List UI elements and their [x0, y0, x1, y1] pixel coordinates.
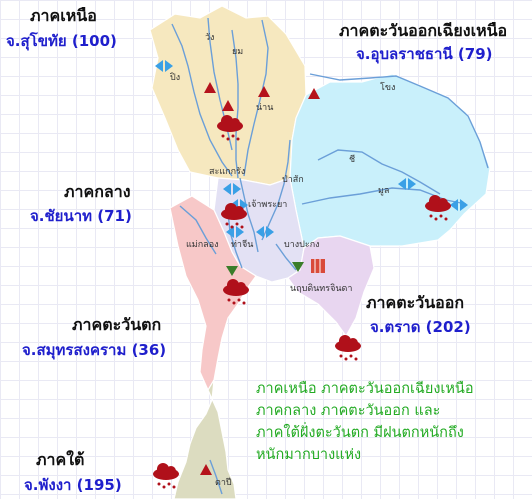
place-label: นฤบดินทรจินดา [290, 284, 353, 294]
river-label: สะแกกรัง [209, 167, 246, 177]
dam-icon [311, 259, 325, 273]
river-label: มูล [378, 186, 390, 196]
river-label: ปิง [170, 73, 181, 83]
water-level-up-icon [308, 88, 320, 99]
note-line: หนักมากบางแห่ง [256, 447, 362, 463]
water-level-down-icon [292, 262, 304, 272]
river-tha-chin [227, 211, 243, 269]
province-west-label: จ.สมุทรสงคราม (36) [22, 341, 167, 359]
province-east-label: จ.ตราด (202) [370, 318, 471, 336]
region-west-label: ภาคตะวันตก [72, 315, 162, 334]
flow-arrows-icon [155, 60, 173, 72]
rain-cloud-icon [425, 195, 451, 221]
rain-cloud-icon [223, 279, 249, 305]
province-central-label: จ.ชัยนาท (71) [30, 207, 132, 225]
river-label: ตาปี [215, 478, 232, 488]
region-northeast-area [289, 73, 491, 250]
river-chao-phraya [239, 177, 259, 253]
river-label: ป่าสัก [282, 175, 304, 185]
province-northeast-label: จ.อุบลราชธานี (79) [356, 45, 493, 63]
region-south-area [173, 379, 237, 499]
river-label: น่าน [256, 103, 274, 113]
region-north-area [149, 5, 307, 186]
river-label: โขง [380, 83, 396, 93]
rain-cloud-icon [335, 335, 361, 361]
water-level-down-icon [226, 266, 238, 276]
river-label: บางปะกง [284, 240, 320, 250]
rain-cloud-icon [221, 203, 247, 229]
water-level-up-icon [200, 464, 212, 475]
river-mae-klong [179, 205, 217, 255]
region-northeast-label: ภาคตะวันออกเฉียงเหนือ [339, 21, 508, 40]
note-line: ภาคเหนือ ภาคตะวันออกเฉียงเหนือ [256, 381, 474, 397]
river-yom [231, 29, 239, 179]
river-label: เจ้าพระยา [248, 200, 288, 210]
note-line: ภาคใต้ฝั่งตะวันตก มีฝนตกหนักถึง [256, 425, 464, 441]
rain-cloud-icon [153, 463, 179, 489]
water-level-up-icon [222, 100, 234, 111]
region-central-label: ภาคกลาง [64, 182, 131, 201]
water-level-up-icon [258, 86, 270, 97]
river-label: วัง [205, 33, 215, 43]
river-label: ท่าจีน [231, 240, 254, 250]
rain-cloud-icon [217, 115, 243, 141]
river-nan [243, 19, 269, 177]
river-ping [171, 23, 233, 177]
region-east-label: ภาคตะวันออก [366, 293, 465, 312]
flow-arrows-icon [226, 226, 244, 238]
river-mekong [309, 73, 489, 169]
river-label: แม่กลอง [186, 240, 219, 250]
province-north-label: จ.สุโขทัย (100) [6, 32, 117, 50]
river-label: ยม [232, 47, 244, 57]
river-tapi [209, 459, 223, 495]
region-south-label: ภาคใต้ [36, 450, 85, 469]
region-east-area [287, 235, 375, 338]
water-level-up-markers [200, 82, 320, 475]
river-chi [317, 149, 441, 195]
note-line: ภาคกลาง ภาคตะวันออก และ [256, 403, 441, 419]
water-level-down-markers [226, 262, 304, 276]
flow-arrows-icon [398, 178, 416, 190]
flow-arrows-icon [223, 183, 241, 195]
region-north-label: ภาคเหนือ [30, 6, 97, 25]
province-south-label: จ.พังงา (195) [24, 476, 122, 494]
water-level-up-icon [204, 82, 216, 93]
river-bang-pakong [275, 243, 297, 271]
flow-arrows-icon [450, 199, 468, 211]
river-pasak [261, 139, 291, 241]
rain-cloud-markers [153, 115, 451, 489]
river-label: ชี [349, 155, 356, 165]
flow-arrows-icon [256, 226, 274, 238]
region-west-area [169, 195, 257, 392]
forecast-note: ภาคเหนือ ภาคตะวันออกเฉียงเหนือ ภาคกลาง ภ… [256, 378, 528, 466]
